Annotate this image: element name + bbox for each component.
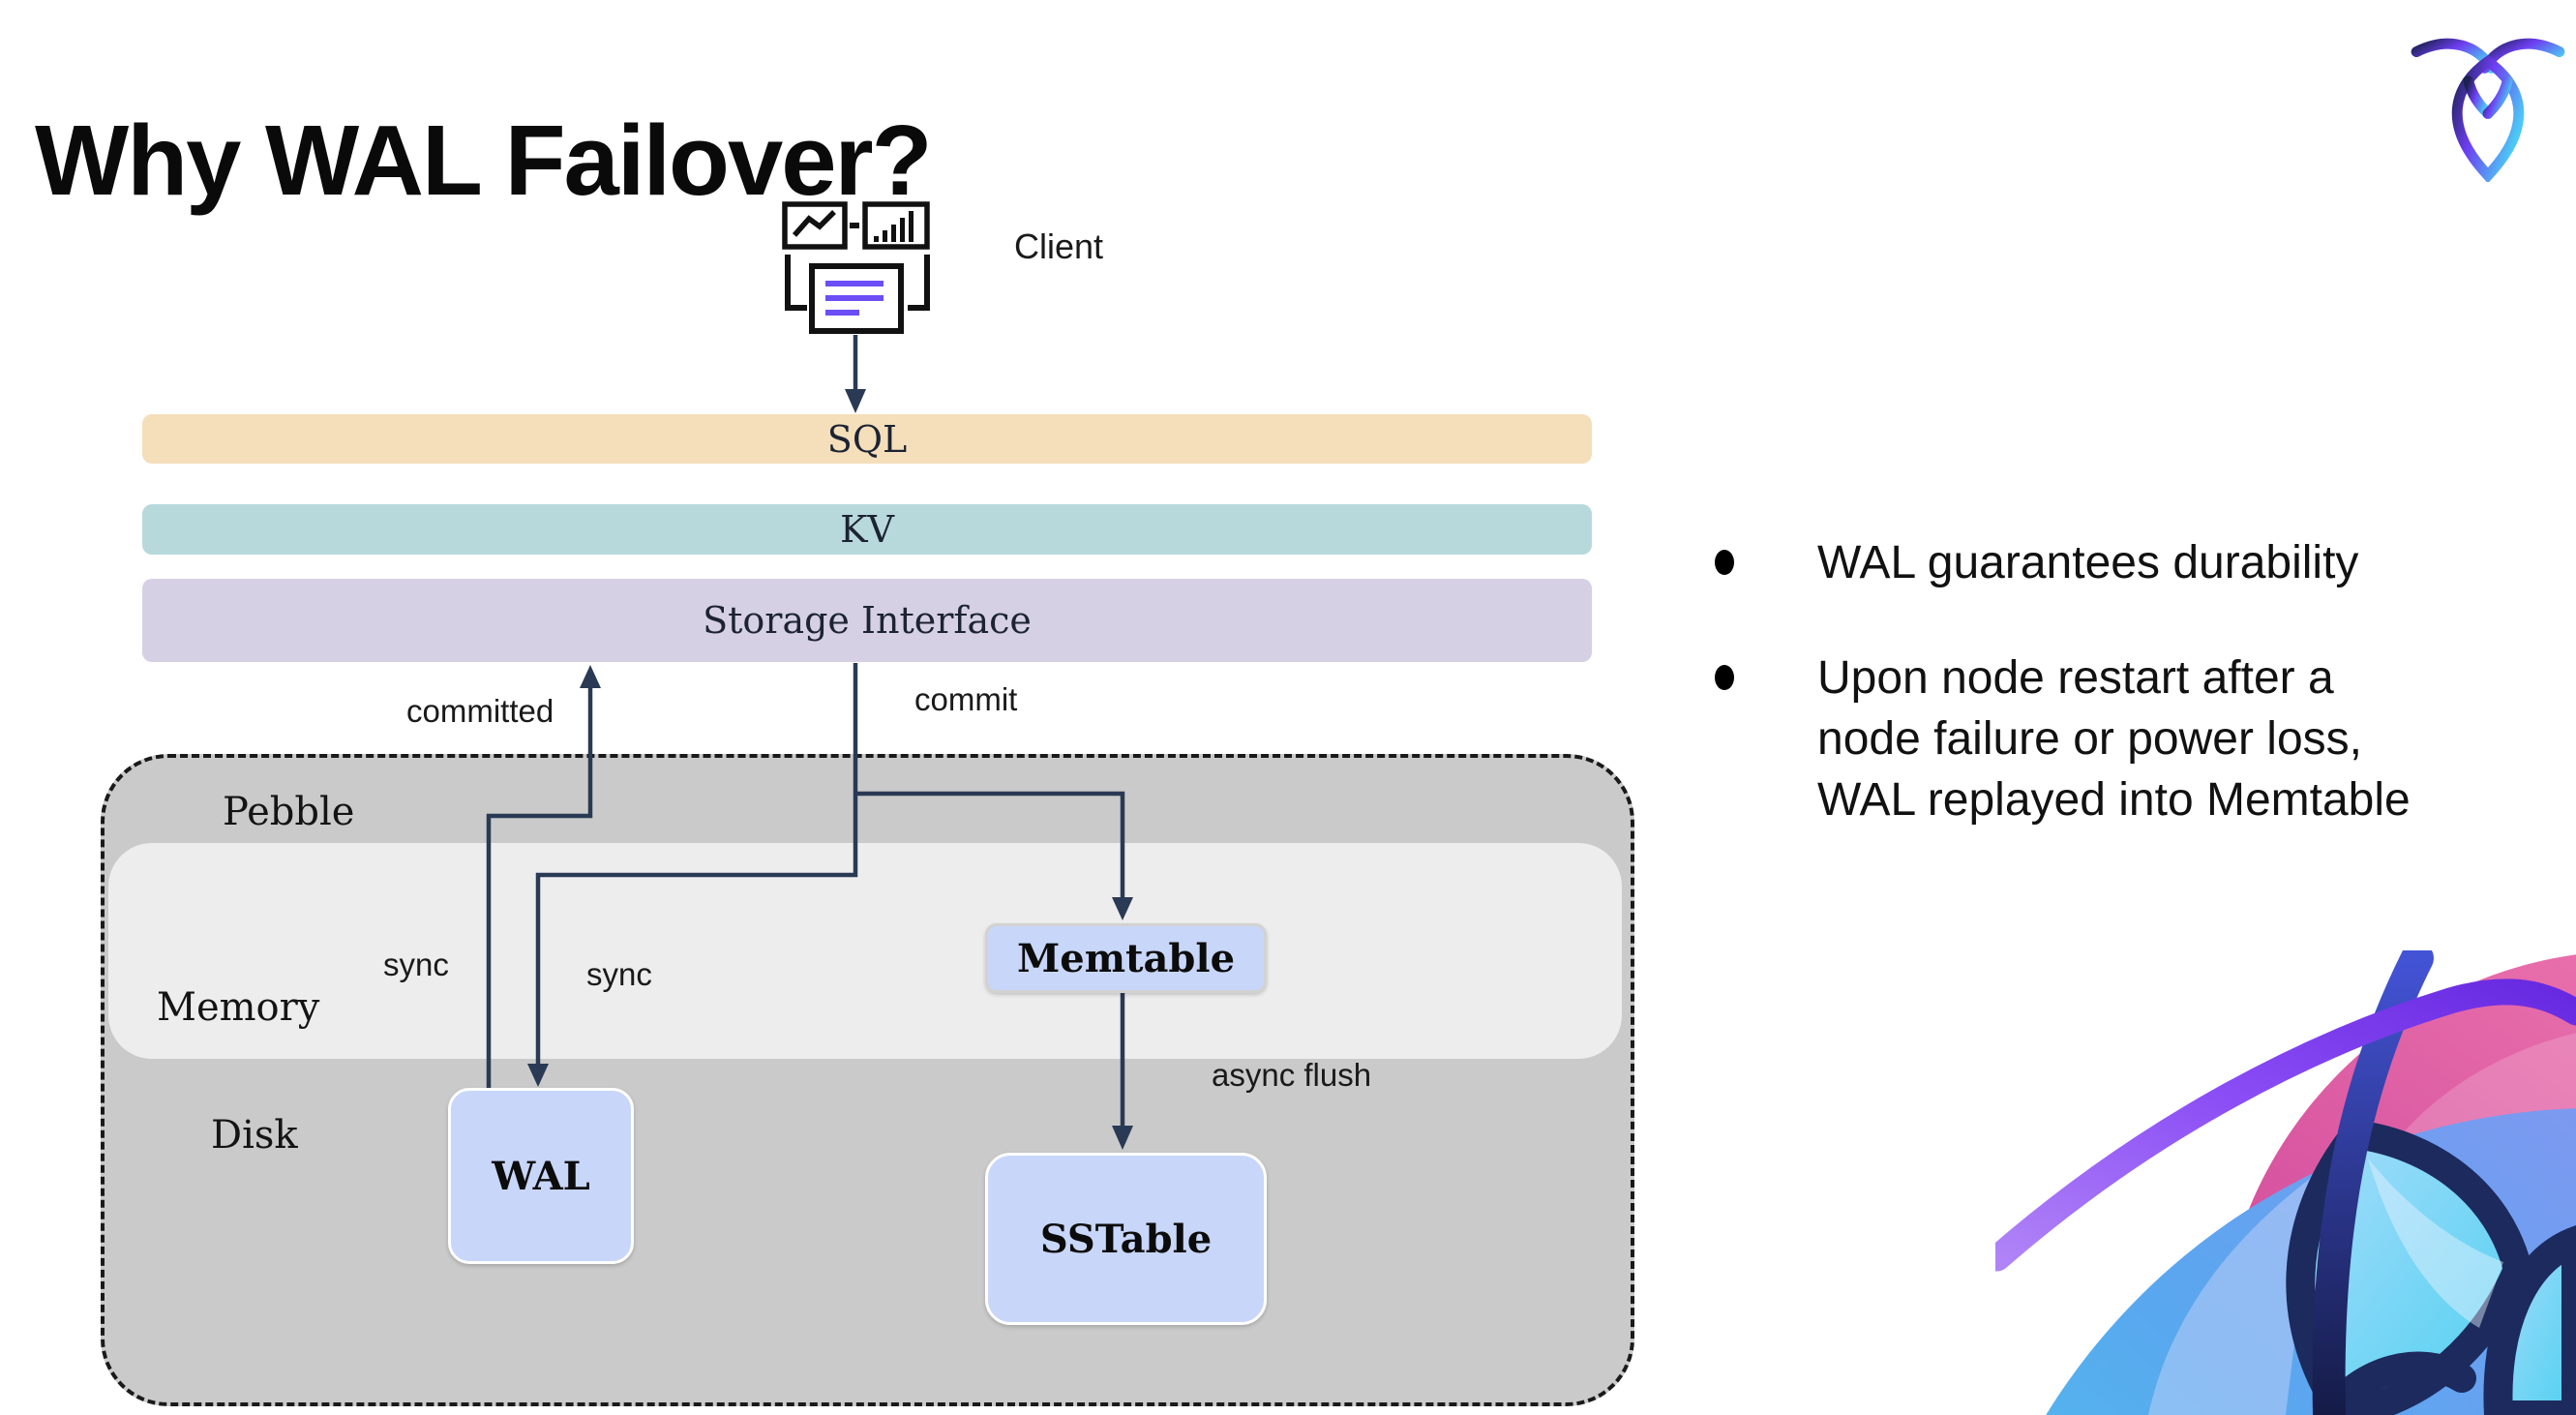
bullet-text: WAL guarantees durability	[1817, 532, 2358, 593]
disk-label: Disk	[211, 1113, 298, 1158]
bullet-list: WAL guarantees durability Upon node rest…	[1715, 532, 2566, 830]
bullet-line: Upon node restart after a	[1817, 652, 2334, 704]
layer-label-kv: KV	[840, 508, 894, 551]
client-label: Client	[1014, 226, 1104, 266]
sync-right-arrow-label: sync	[586, 956, 652, 992]
memtable-box: Memtable	[985, 923, 1267, 993]
list-item: WAL guarantees durability	[1715, 532, 2566, 593]
layer-label-sql: SQL	[826, 417, 908, 461]
async-flush-arrow-label: async flush	[1212, 1057, 1372, 1093]
committed-arrow-label: committed	[406, 693, 554, 729]
arrowhead-client-to-sql	[845, 389, 866, 413]
sstable-label: SSTable	[1039, 1216, 1213, 1262]
layer-label-storage-interface: Storage Interface	[703, 599, 1032, 642]
list-item: Upon node restart after a node failure o…	[1715, 647, 2566, 830]
bullet-line: WAL guarantees durability	[1817, 537, 2359, 588]
layer-bar-kv: KV	[142, 504, 1592, 555]
layer-bar-storage-interface: Storage Interface	[142, 579, 1592, 662]
sync-left-arrow-label: sync	[383, 947, 449, 982]
bullet-line: node failure or power loss,	[1817, 713, 2362, 765]
cockroachdb-logo-icon	[2411, 38, 2565, 182]
wal-box: WAL	[448, 1088, 634, 1264]
arrowhead-committed-up	[580, 665, 601, 688]
pebble-label: Pebble	[223, 790, 355, 834]
layer-bar-sql: SQL	[142, 414, 1592, 464]
page-title: Why WAL Failover?	[35, 105, 933, 216]
bullet-line: WAL replayed into Memtable	[1817, 774, 2411, 826]
memory-label: Memory	[157, 985, 320, 1030]
sstable-box: SSTable	[985, 1153, 1267, 1325]
bullet-dot-icon	[1715, 550, 1734, 575]
cockroachdb-brand-flourish	[1995, 950, 2576, 1415]
memtable-label: Memtable	[1016, 935, 1236, 981]
bullet-text: Upon node restart after a node failure o…	[1817, 647, 2411, 830]
client-monitors-icon	[782, 201, 930, 334]
wal-label: WAL	[492, 1153, 590, 1199]
memory-band	[108, 843, 1622, 1059]
commit-arrow-label: commit	[914, 681, 1018, 717]
bullet-dot-icon	[1715, 665, 1734, 690]
